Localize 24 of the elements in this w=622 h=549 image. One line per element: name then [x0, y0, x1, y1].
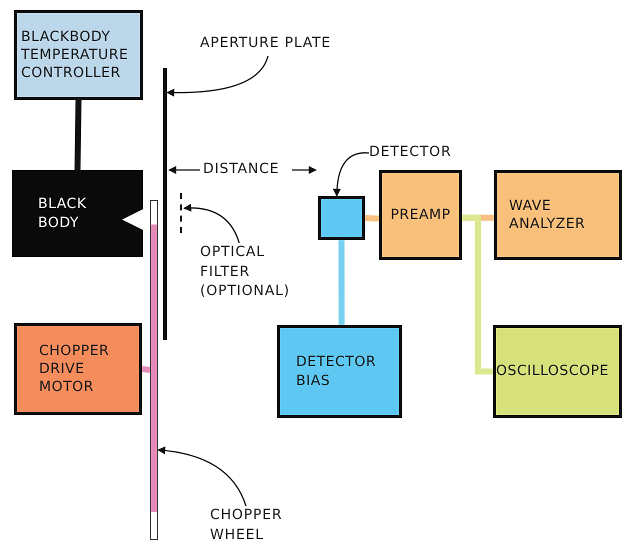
leader-line [157, 446, 247, 506]
connection-line [338, 240, 345, 325]
preamp-box: PREAMP [379, 170, 462, 260]
motor-box: CHOPPER DRIVE MOTOR [14, 323, 142, 415]
leader-line [183, 204, 240, 244]
connection-line [74, 100, 82, 170]
connection-line [142, 366, 150, 373]
callout-label: CHOPPER WHEEL [210, 506, 290, 548]
connection-line [364, 215, 380, 222]
callout-label: DETECTOR [369, 143, 459, 163]
connection-line [462, 214, 493, 374]
oscilloscope-box: OSCILLOSCOPE [493, 325, 622, 418]
controller-box: BLACKBODY TEMPERATURE CONTROLLER [14, 10, 143, 100]
optical-filter [180, 193, 184, 233]
aperture-plate [163, 68, 167, 340]
callout-label: OPTICAL FILTER (OPTIONAL) [200, 243, 312, 305]
chopper-wheel [150, 200, 158, 540]
detector-box [318, 196, 365, 240]
leader-line [166, 56, 269, 97]
detector-bias-box: DETECTOR BIAS [277, 325, 402, 418]
wave-analyzer-box: WAVE ANALYZER [494, 170, 622, 260]
blackbody-box: BLACK BODY [12, 170, 143, 257]
leader-line [333, 152, 370, 197]
callout-label: APERTURE PLATE [200, 34, 370, 56]
